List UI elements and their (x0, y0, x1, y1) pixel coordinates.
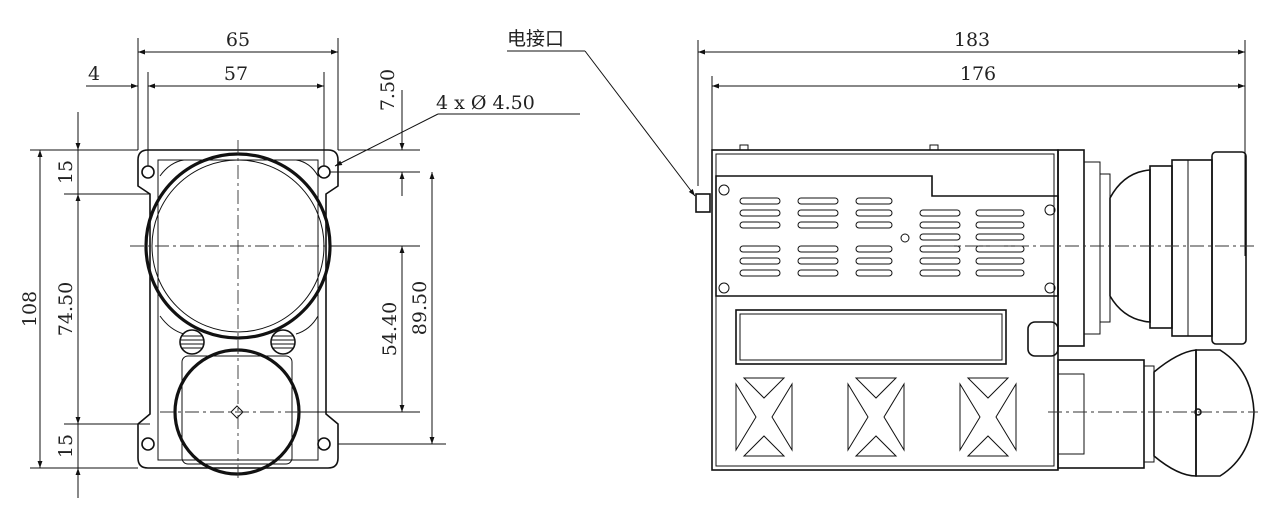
x-vent-1 (735, 377, 793, 457)
display-window (735, 309, 1007, 365)
mount-hole-bl (141, 437, 155, 451)
hole-callout: 4 x Ø 4.50 (436, 92, 535, 114)
x-vent-2 (847, 377, 905, 457)
dim-7-50: 7.50 (377, 69, 399, 111)
dim-15-top: 15 (55, 160, 77, 184)
front-view: 65 57 4 4 x Ø 4.50 7.50 108 15 74.50 15 (19, 29, 580, 498)
side-cover-plate (715, 175, 1059, 297)
x-vent-3 (959, 377, 1017, 457)
lens-bracket (159, 159, 319, 335)
lower-lens-center (230, 405, 244, 419)
lower-lens-side (1057, 349, 1255, 477)
dim-176: 176 (960, 63, 996, 85)
dim-183: 183 (954, 29, 990, 51)
dim-54-40: 54.40 (379, 302, 401, 356)
dim-74-50: 74.50 (55, 282, 77, 336)
dim-4: 4 (88, 63, 100, 85)
dim-89-50: 89.50 (409, 281, 431, 335)
knurled-screw-left (179, 329, 205, 355)
upper-lens-side (1057, 149, 1247, 347)
dim-65: 65 (226, 29, 250, 51)
lower-lens-housing (181, 355, 293, 465)
vent-slots (739, 197, 1025, 277)
mount-hole-tl (141, 165, 155, 179)
mount-hole-br (317, 437, 331, 451)
side-view: 183 176 电接口 (507, 28, 1258, 477)
electrical-port-label: 电接口 (507, 28, 564, 50)
dim-57: 57 (224, 63, 248, 85)
dim-108: 108 (19, 291, 41, 327)
front-plate (137, 149, 339, 469)
knurled-screw-right (270, 329, 296, 355)
dim-15-bottom: 15 (55, 434, 77, 458)
mount-hole-tr (317, 165, 331, 179)
electrical-port (695, 193, 711, 213)
